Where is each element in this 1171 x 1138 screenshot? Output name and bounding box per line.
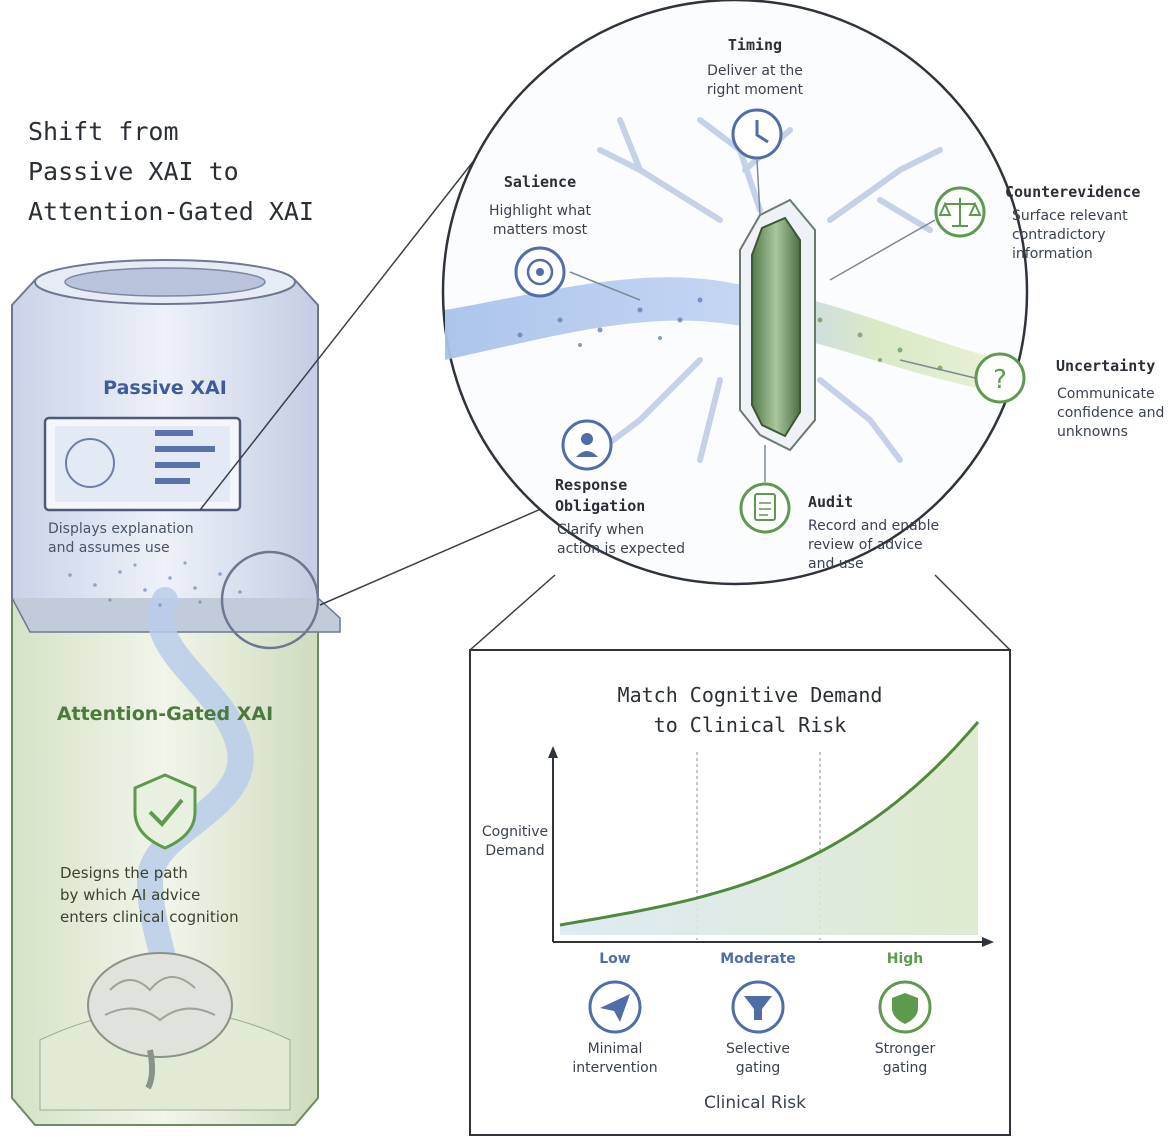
svg-text:?: ? [993,365,1007,395]
passive-xai-heading: Passive XAI [103,377,227,399]
magnifier-connectors [199,139,551,650]
level-high-desc: Stronger gating [874,1041,936,1076]
gated-xai-heading: Attention-Gated XAI [56,703,274,725]
counterevidence-desc: Surface relevant contradictory informati… [1012,208,1128,262]
shield-check-icon [133,773,197,850]
y-axis-label: Cognitive Demand [481,824,549,859]
uncertainty-title: Uncertainty [1056,357,1156,375]
salience-title: Salience [503,173,577,191]
chart-title: Match Cognitive Demand to Clinical Risk [617,683,883,737]
person-icon [561,419,613,471]
question-icon: ? [974,352,1026,404]
uncertainty-desc: Communicate confidence and unknowns [1057,386,1165,440]
demand-area [560,722,978,935]
response-obligation-desc: Clarify when action is expected [557,522,686,557]
clipboard-icon [739,482,791,534]
clock-icon [731,108,783,160]
gated-xai-desc: Designs the path by which AI advice ente… [60,864,239,926]
level-low-label: Low [599,951,631,967]
xai-cylinder [11,259,341,1126]
counterevidence-title: Counterevidence [1005,183,1141,201]
timing-desc: Deliver at the right moment [706,63,804,98]
audit-desc: Record and enable review of advice and u… [808,518,940,572]
scales-icon [934,186,986,238]
level-low-desc: Minimal intervention [572,1041,658,1076]
x-axis-label: Clinical Risk [704,1093,806,1113]
funnel-icon [731,980,785,1034]
chart-connectors [469,574,1011,651]
level-moderate-label: Moderate [720,951,796,967]
page-title: Shift from Passive XAI to Attention-Gate… [28,117,314,226]
mechanism-circle: ? [441,0,1029,586]
demand-curve [559,721,980,927]
level-moderate-desc: Selective gating [726,1041,790,1076]
paper-plane-icon [588,980,642,1034]
shield-icon [878,980,932,1034]
audit-title: Audit [808,493,854,511]
chart-panel [469,649,1011,1136]
level-high-label: High [886,951,924,967]
passive-xai-desc: Displays explanation and assumes use [48,521,194,556]
response-obligation-title: Response Obligation [555,476,646,515]
brain-icon [87,952,233,1090]
timing-title: Timing [727,36,783,54]
salience-desc: Highlight what matters most [488,203,592,238]
target-icon [514,246,566,298]
explanation-monitor [43,416,242,512]
